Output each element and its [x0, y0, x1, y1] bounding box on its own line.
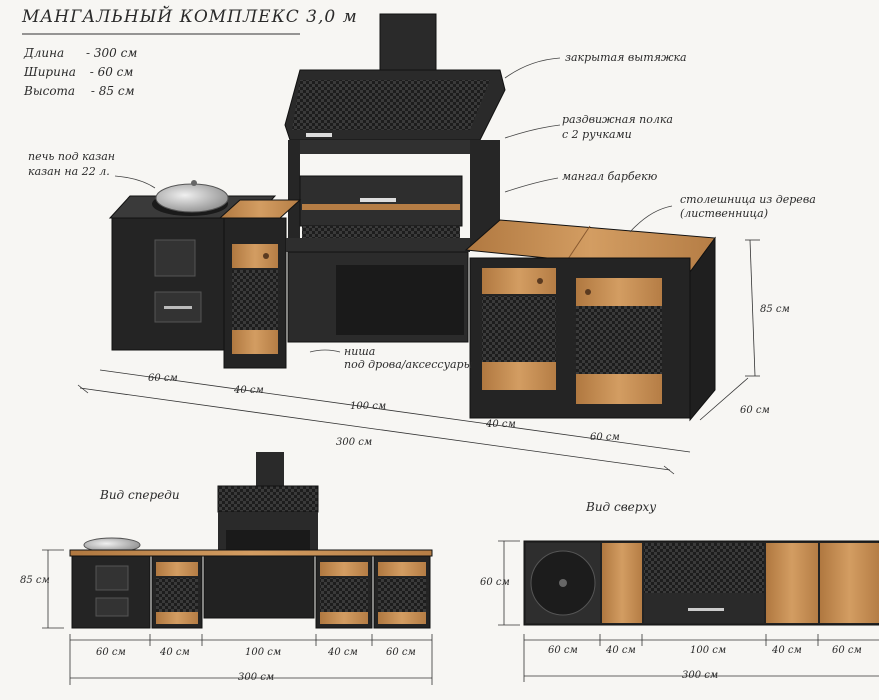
ash-handle	[164, 306, 192, 309]
dim-top-60-depth: 60 см	[480, 577, 510, 588]
front-countertop	[69, 549, 433, 557]
dim-front-85: 85 см	[20, 575, 50, 586]
dim-top-300: 300 см	[682, 670, 719, 681]
hood-handle-left	[306, 133, 332, 137]
door-weave	[232, 270, 278, 330]
countertop-seam	[565, 225, 591, 263]
view-label-top: Вид сверху	[586, 500, 657, 514]
spec-length: Длина - 300 см	[24, 46, 138, 60]
dim-3d-60-left: 60 см	[148, 373, 178, 384]
cauldron-lid	[155, 183, 229, 213]
annotation-grill: мангал барбекю	[562, 170, 658, 183]
front-view	[42, 452, 433, 685]
dim-front-300: 300 см	[238, 672, 275, 683]
right-drawer-left	[482, 268, 556, 294]
front-chimney	[256, 452, 284, 486]
chimney	[379, 13, 437, 73]
annotation-hood: закрытая вытяжка	[565, 51, 687, 64]
front-weave-40	[156, 578, 198, 612]
dim-3d-40-right: 40 см	[486, 419, 516, 430]
stove-cabinet	[111, 217, 225, 351]
dim-top-40-right: 40 см	[772, 645, 802, 656]
title-underline	[22, 33, 300, 35]
right-door-weave-right	[576, 306, 662, 374]
annotation-niche-2: под дрова/аксессуары	[344, 358, 473, 371]
view-label-front: Вид спереди	[100, 488, 180, 502]
dim-3d-40-left: 40 см	[234, 385, 264, 396]
front-drawer-r2	[378, 562, 426, 576]
drawer-knob-right	[585, 289, 591, 295]
front-ash-drawer	[95, 597, 129, 617]
cauldron-knob	[191, 180, 197, 186]
niche-top	[286, 238, 470, 252]
right-door-weave-left	[482, 296, 556, 362]
hood-weave	[292, 80, 490, 130]
annotation-niche-1: ниша	[344, 345, 376, 358]
right-door-wood-left	[482, 362, 556, 390]
dim-front-40-left: 40 см	[160, 647, 190, 658]
front-weave-r2	[378, 578, 426, 612]
front-weave-r1	[320, 578, 368, 612]
grill-handle	[360, 198, 396, 202]
annotation-shelf-1: раздвижная полка	[562, 113, 673, 126]
front-dimension-lines	[42, 549, 433, 685]
dim-3d-300: 300 см	[336, 437, 373, 448]
annotation-stove-2: казан на 22 л.	[28, 165, 110, 178]
grill-trim	[302, 204, 460, 210]
dim-front-60-right: 60 см	[386, 647, 416, 658]
top-grill	[644, 543, 764, 593]
annotation-top-1: столешница из дерева	[680, 193, 816, 206]
front-grill	[226, 530, 310, 552]
front-hood	[217, 485, 319, 513]
dim-front-100: 100 см	[245, 647, 282, 658]
dim-top-100: 100 см	[690, 645, 727, 656]
door-wood-bottom	[232, 330, 278, 354]
spec-width: Ширина - 60 см	[24, 65, 134, 79]
drawer-knob	[263, 253, 269, 259]
dim-3d-100: 100 см	[350, 401, 387, 412]
right-door-wood-right	[576, 374, 662, 404]
dim-3d-60-depth: 60 см	[740, 405, 770, 416]
niche-back	[336, 265, 464, 335]
dim-3d-85: 85 см	[760, 304, 790, 315]
front-wood-r1	[320, 612, 368, 624]
top-cauldron-knob	[559, 579, 567, 587]
top-wood-r2	[820, 543, 879, 623]
shelf	[300, 140, 470, 154]
front-niche	[203, 555, 315, 619]
annotation-top-2: (лиственница)	[680, 207, 768, 220]
diagram-title: МАНГАЛЬНЫЙ КОМПЛЕКС 3,0 м	[22, 7, 358, 27]
top-wood-r1	[766, 543, 818, 623]
front-stove-door	[95, 565, 129, 591]
annotation-stove-1: печь под казан	[28, 150, 116, 163]
dim-front-40-right: 40 см	[328, 647, 358, 658]
dim-top-60-right: 60 см	[832, 645, 862, 656]
front-drawer-wood	[156, 562, 198, 576]
perspective-view	[77, 13, 760, 475]
dim-top-60-left: 60 см	[548, 645, 578, 656]
front-drawer-r1	[320, 562, 368, 576]
dimension-lines-3d	[77, 239, 760, 475]
top-dimension-lines	[498, 540, 879, 682]
frame-post-left	[288, 140, 300, 250]
dim-front-60-left: 60 см	[96, 647, 126, 658]
dim-3d-60-right: 60 см	[590, 432, 620, 443]
annotation-shelf-2: с 2 ручками	[562, 128, 632, 141]
drawer-knob-left	[537, 278, 543, 284]
front-wood-r2	[378, 612, 426, 624]
dim-top-40-left: 40 см	[606, 645, 636, 656]
top-view	[498, 540, 879, 682]
stove-door	[154, 239, 196, 277]
leader-lines	[114, 57, 673, 353]
top-shelf-handle	[688, 608, 724, 611]
drawer-wood	[232, 244, 278, 268]
spec-height: Высота - 85 см	[24, 84, 135, 98]
front-wood-40	[156, 612, 198, 624]
top-wood-40	[602, 543, 642, 623]
